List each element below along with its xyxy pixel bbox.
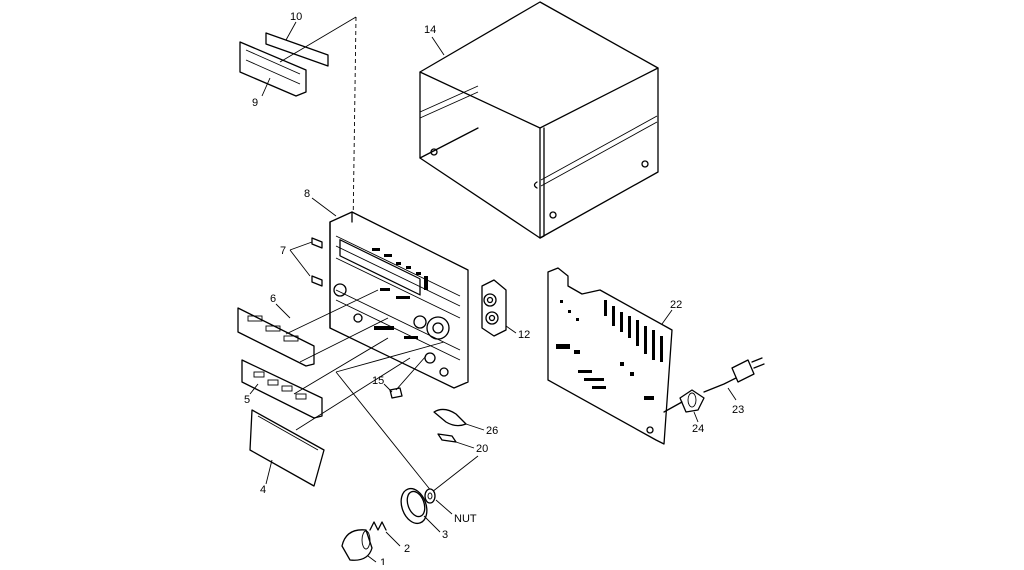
callout-nut: NUT: [454, 513, 477, 525]
panel-5-part: [241, 359, 323, 419]
spring-part: [369, 521, 387, 531]
leader-14: [431, 36, 445, 56]
leader-7b: [289, 249, 311, 277]
strain-relief-part: [679, 389, 705, 413]
callout-1: 1: [380, 557, 386, 565]
cabinet-cover-part: [419, 1, 659, 239]
leader-5-to-chassis: [293, 337, 389, 395]
callout-15: 15: [372, 375, 384, 387]
jack-terminal-part: [481, 279, 507, 337]
leader-4: [265, 459, 273, 485]
leader-1: [367, 555, 377, 563]
front-chassis-part: [329, 211, 469, 389]
nut-part: [424, 488, 436, 504]
leader-9: [261, 77, 271, 97]
leader-5: [249, 383, 259, 395]
callout-8: 8: [304, 188, 310, 200]
leader-3: [423, 515, 441, 533]
button-7-part: [311, 237, 323, 287]
leader-6-to-chassis: [285, 289, 379, 335]
leader-7a: [289, 241, 313, 251]
leader-26: [465, 423, 485, 431]
panel-10-part: [265, 32, 329, 67]
callout-9: 9: [252, 97, 258, 109]
part-20: [437, 433, 457, 443]
callout-2: 2: [404, 543, 410, 555]
callout-7: 7: [280, 245, 286, 257]
callout-12: 12: [518, 329, 530, 341]
callout-20: 20: [476, 443, 488, 455]
callout-5: 5: [244, 394, 250, 406]
assembly-line-knob-b: [335, 341, 445, 373]
callout-22: 22: [670, 299, 682, 311]
leader-8: [311, 197, 337, 217]
power-cord-part: [663, 357, 765, 413]
panel-6-part: [237, 307, 315, 367]
callout-26: 26: [486, 425, 498, 437]
assembly-line-vertical: [351, 16, 357, 301]
callout-4: 4: [260, 484, 266, 496]
callout-24: 24: [692, 423, 704, 435]
leader-2: [385, 531, 401, 547]
leader-22: [661, 309, 673, 325]
leader-4-to-chassis: [295, 357, 411, 431]
callout-3: 3: [442, 529, 448, 541]
knob-ring-part: [400, 487, 428, 525]
callout-10: 10: [290, 11, 302, 23]
leader-9-to-chassis: [279, 16, 357, 63]
callout-6: 6: [270, 293, 276, 305]
leader-6-to-chassis-b: [299, 317, 389, 363]
assembly-line-knob-c: [431, 455, 479, 493]
leader-nut: [435, 499, 453, 515]
knob-part: [341, 529, 373, 561]
leader-6: [275, 303, 291, 319]
pcb-board-part: [547, 267, 673, 445]
leader-10: [285, 21, 297, 41]
callout-14: 14: [424, 24, 436, 36]
leader-12: [505, 325, 517, 334]
callout-23: 23: [732, 404, 744, 416]
panel-9-part: [239, 41, 307, 97]
leader-15: [383, 383, 393, 393]
leader-20: [455, 441, 475, 449]
leader-23: [727, 387, 737, 401]
assembly-line-knob: [335, 371, 433, 493]
leader-15-to-chassis: [395, 355, 427, 391]
door-part: [249, 409, 325, 487]
leader-24: [693, 411, 699, 423]
part-26: [433, 408, 467, 427]
